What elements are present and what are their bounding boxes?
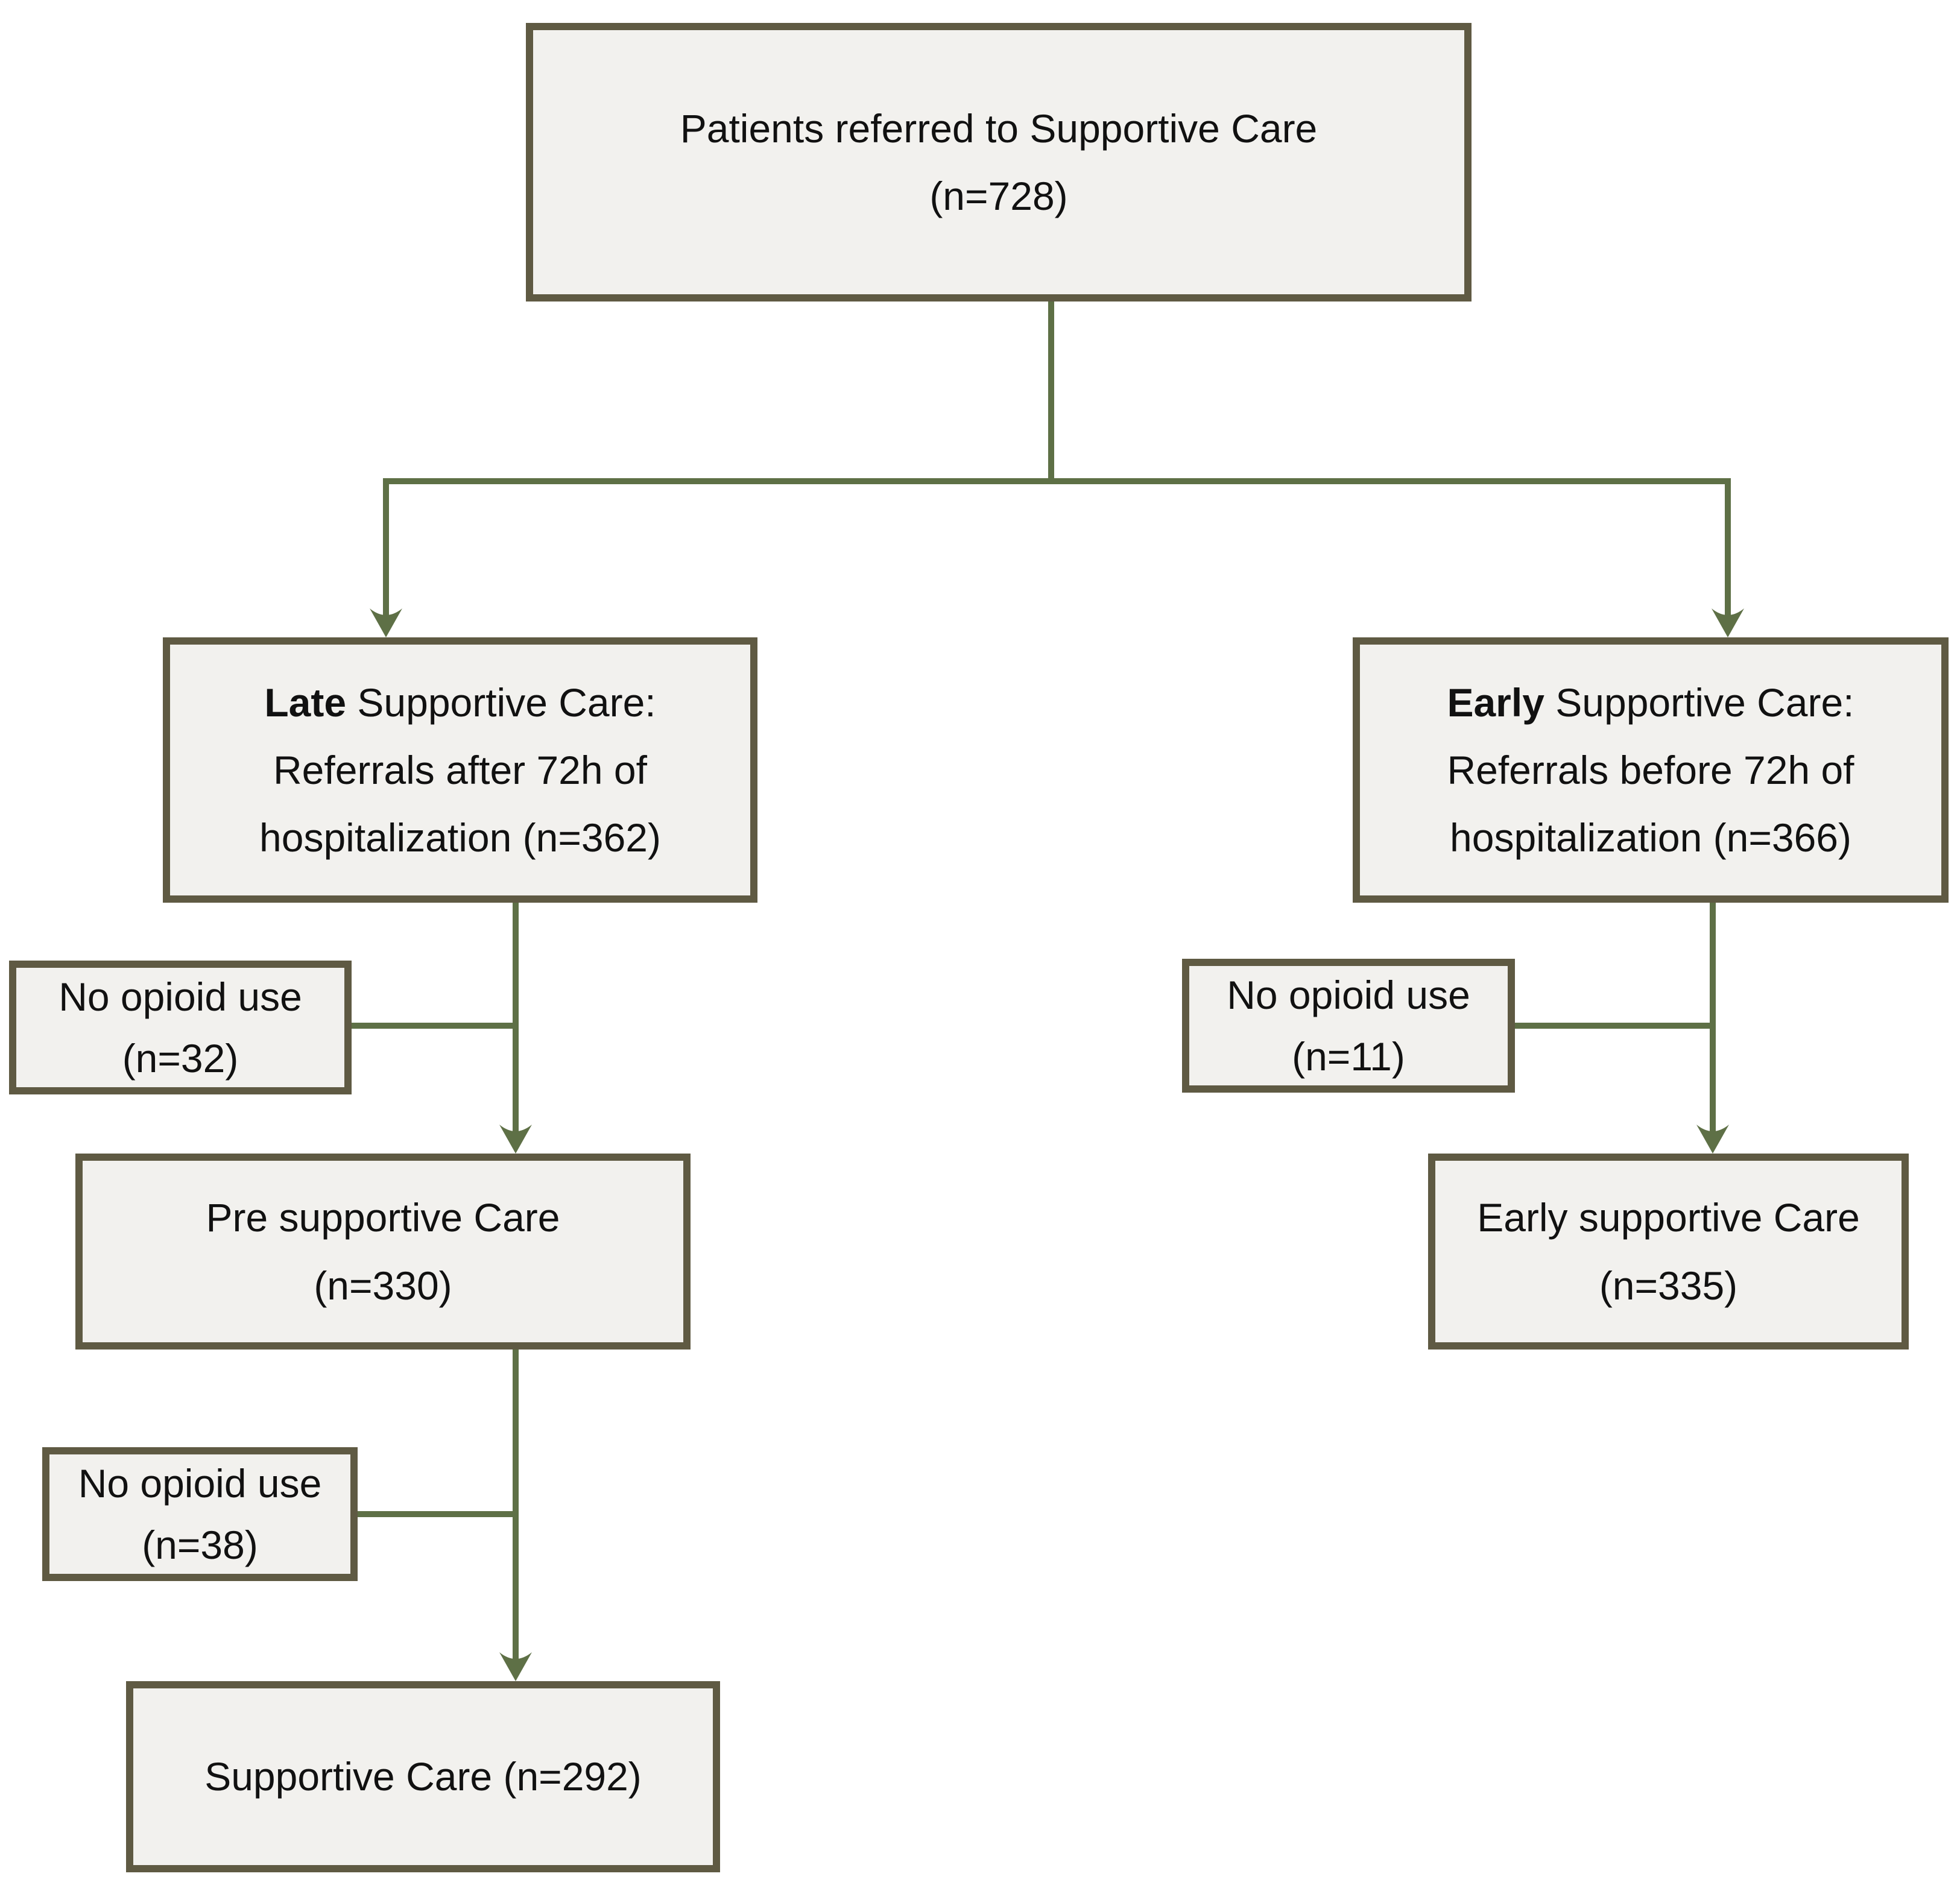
box-text: (n=11) [1292, 1034, 1405, 1079]
box-text-line: Late Supportive Care: [264, 669, 656, 736]
box-text-line: No opioid use [1227, 964, 1470, 1026]
box-text-line: (n=38) [142, 1514, 258, 1576]
box-early-supportive: Early supportive Care (n=335) [1428, 1154, 1909, 1350]
box-text: Pre supportive Care [206, 1195, 560, 1240]
box-referred: Patients referred to Supportive Care (n=7… [526, 23, 1472, 301]
box-text: Early supportive Care [1477, 1195, 1860, 1240]
box-text-bold: Late [264, 680, 347, 725]
box-text: No opioid use [58, 974, 302, 1019]
box-text-line: No opioid use [78, 1453, 322, 1514]
box-text-line: Referrals before 72h of [1447, 736, 1854, 804]
box-text: Referrals after 72h of [273, 747, 647, 792]
box-no-opioid-38: No opioid use (n=38) [42, 1447, 358, 1581]
box-text: hospitalization (n=366) [1450, 815, 1851, 860]
arrowhead-down-icon [370, 608, 402, 637]
box-text-bold: Early [1447, 680, 1544, 725]
box-text: (n=728) [929, 174, 1068, 218]
box-text: Referrals before 72h of [1447, 747, 1854, 792]
box-text: No opioid use [1227, 972, 1470, 1017]
box-pre-supportive: Pre supportive Care (n=330) [75, 1154, 691, 1350]
box-text-line: (n=335) [1599, 1252, 1737, 1319]
box-no-opioid-32: No opioid use (n=32) [9, 961, 352, 1094]
box-text-line: Supportive Care (n=292) [204, 1743, 642, 1810]
box-early: Early Supportive Care: Referrals before 7… [1353, 637, 1949, 903]
box-text-line: (n=728) [929, 162, 1067, 230]
box-text-line: Patients referred to Supportive Care [680, 95, 1318, 162]
box-text: Patients referred to Supportive Care [680, 106, 1318, 151]
box-text: Supportive Care (n=292) [204, 1754, 642, 1799]
box-text: Supportive Care: [1544, 680, 1854, 725]
box-text: (n=335) [1599, 1263, 1738, 1308]
box-text: Supportive Care: [346, 680, 656, 725]
arrowhead-down-icon [499, 1652, 532, 1681]
box-text-line: Pre supportive Care [206, 1184, 560, 1251]
box-text: No opioid use [78, 1460, 322, 1506]
box-text: (n=330) [314, 1263, 452, 1308]
arrowhead-down-icon [1712, 608, 1744, 637]
box-no-opioid-11: No opioid use (n=11) [1182, 959, 1515, 1093]
box-text-line: No opioid use [58, 966, 302, 1028]
box-text-line: Referrals after 72h of [273, 736, 647, 804]
box-text-line: Early supportive Care [1477, 1184, 1860, 1251]
box-supportive: Supportive Care (n=292) [126, 1681, 720, 1872]
box-text-line: (n=11) [1292, 1026, 1405, 1087]
arrowhead-down-icon [1696, 1125, 1729, 1154]
box-text-line: hospitalization (n=366) [1450, 804, 1851, 871]
arrowhead-down-icon [499, 1125, 532, 1154]
box-text: (n=38) [142, 1523, 258, 1567]
box-late: Late Supportive Care: Referrals after 72h… [163, 637, 757, 903]
box-text: (n=32) [122, 1036, 239, 1081]
box-text-line: Early Supportive Care: [1447, 669, 1854, 736]
box-text-line: hospitalization (n=362) [259, 804, 661, 871]
box-text-line: (n=330) [314, 1252, 452, 1319]
box-text-line: (n=32) [122, 1028, 239, 1089]
box-text: hospitalization (n=362) [259, 815, 661, 860]
